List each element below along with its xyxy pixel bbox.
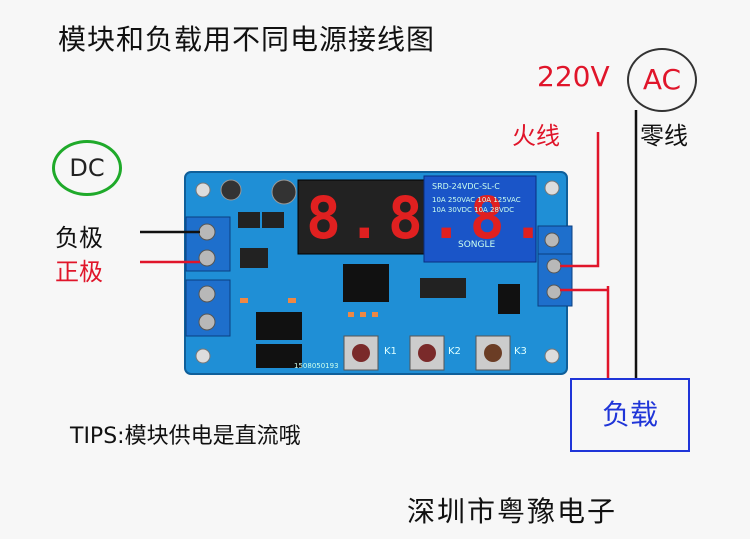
led (372, 312, 378, 317)
optocoupler (256, 312, 302, 340)
wires (140, 110, 638, 378)
mount-hole (195, 182, 211, 198)
dc-label: DC (52, 140, 122, 196)
terminal-screw (546, 284, 562, 300)
mount-hole (544, 348, 560, 364)
led (348, 312, 354, 317)
terminal-screw (546, 258, 562, 274)
button-cap (352, 344, 370, 362)
terminal-screw (198, 313, 216, 331)
button-k1 (343, 335, 379, 371)
button-label-k1: K1 (384, 346, 397, 357)
led (288, 298, 296, 303)
positive-label: 正极 (55, 258, 103, 286)
seven-segment-display (297, 179, 427, 255)
live-wire (560, 132, 600, 268)
terminal-screw (198, 223, 216, 241)
load-label: 负载 (601, 398, 658, 431)
relay (423, 175, 537, 263)
negative-label: 负极 (55, 224, 103, 252)
mount-hole (195, 348, 211, 364)
relay-rating-1: 10A 250VAC 10A 125VAC (432, 196, 521, 204)
board-serial: 1508050193 (294, 362, 339, 370)
chip (240, 248, 268, 268)
company-name: 深圳市粤豫电子 (407, 495, 618, 528)
led (360, 312, 366, 317)
relay-brand: SONGLE (458, 240, 496, 250)
terminal-screw (198, 249, 216, 267)
tips-text: TIPS:模块供电是直流哦 (70, 424, 301, 449)
optocoupler (256, 344, 302, 368)
transistor (498, 284, 520, 314)
relay-model: SRD-24VDC-SL-C (432, 182, 500, 191)
display-digits: 8.8.8. (306, 184, 552, 252)
mount-hole (544, 180, 560, 196)
microcontroller-chip (343, 264, 389, 302)
capacitor (220, 179, 242, 201)
button-label-k3: K3 (514, 346, 527, 357)
load-box: 负载 (570, 378, 690, 452)
chip (420, 278, 466, 298)
live-wire-label: 火线 (512, 122, 560, 150)
terminal-screw (198, 285, 216, 303)
relay-module-board (184, 171, 573, 375)
diagram-title: 模块和负载用不同电源接线图 (58, 23, 436, 56)
chip (262, 212, 284, 228)
capacitor (271, 179, 297, 205)
voltage-label: 220V (537, 60, 610, 93)
neutral-wire-label: 零线 (640, 122, 688, 150)
button-label-k2: K2 (448, 346, 461, 357)
button-cap (484, 344, 502, 362)
relay-rating-2: 10A 30VDC 10A 28VDC (432, 206, 515, 214)
button-cap (418, 344, 436, 362)
terminal-screw (544, 232, 560, 248)
chip (238, 212, 260, 228)
led (240, 298, 248, 303)
relay-body (423, 175, 537, 263)
ac-label: AC (627, 48, 697, 112)
